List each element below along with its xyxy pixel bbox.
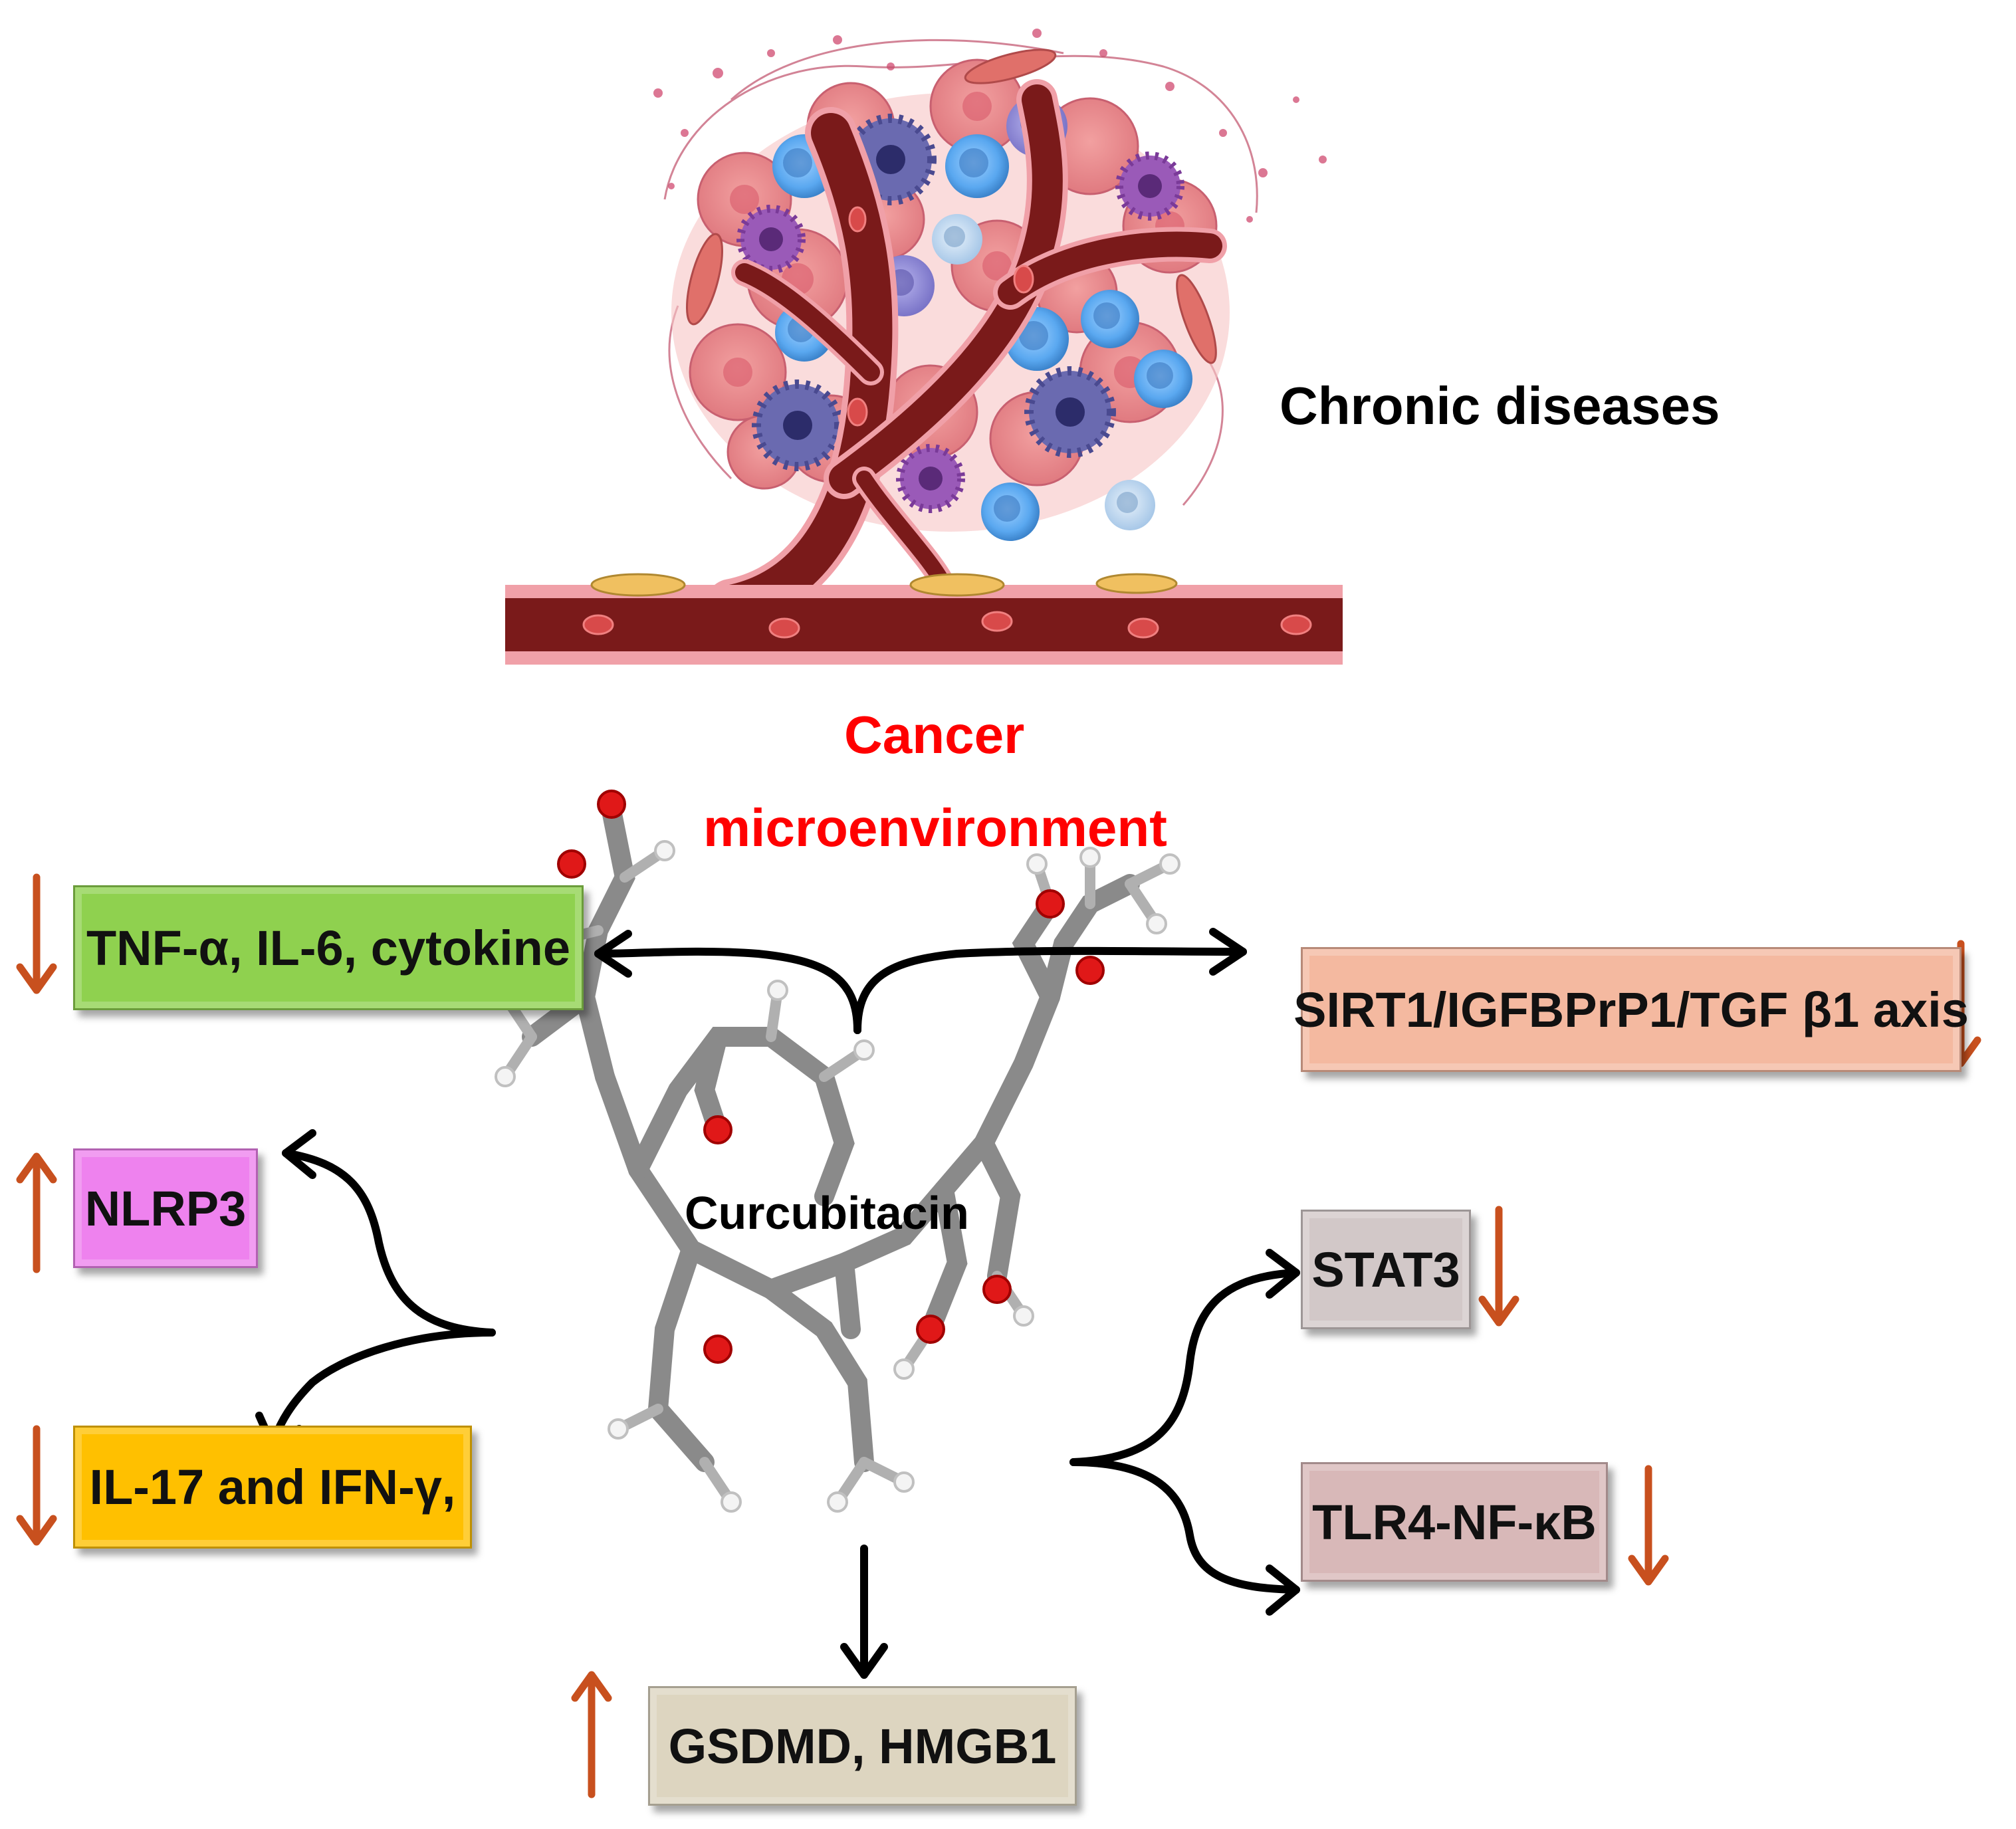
connector-gsdmd-head: [840, 1643, 888, 1679]
connector-tlr4-head: [1266, 1564, 1300, 1616]
connector-tnf-head: [594, 930, 632, 978]
box-tnf: TNF-α, IL-6, cytokine: [73, 885, 584, 1010]
connector-stat3: [1069, 1269, 1300, 1466]
chronic-diseases-label: Chronic diseases: [1280, 376, 1720, 435]
box-stat3: STAT3: [1301, 1210, 1471, 1329]
gsdmd-up-arrow: [571, 1671, 612, 1798]
box-il17: IL-17 and IFN-γ,: [73, 1426, 472, 1549]
connector-sirt1: [853, 946, 1247, 1034]
nlrp3-up-arrow: [16, 1152, 57, 1273]
connector-il17: [269, 1329, 496, 1450]
connector-nlrp3-head: [282, 1129, 316, 1179]
curcubitacin-label: Curcubitacin: [685, 1187, 969, 1239]
connector-tlr4: [1069, 1458, 1300, 1594]
stat3-down-arrow: [1478, 1206, 1519, 1327]
connector-stat3-head: [1266, 1249, 1300, 1299]
connector-nlrp3: [282, 1149, 496, 1337]
tnf-down-arrow: [16, 873, 57, 994]
box-gsdmd: GSDMD, HMGB1: [648, 1686, 1077, 1806]
connector-sirt1-head: [1209, 928, 1247, 976]
microenvironment-label: microenvironment: [703, 798, 1167, 857]
tlr4-down-arrow: [1628, 1465, 1669, 1586]
connector-tnf: [594, 947, 861, 1034]
cancer-label: Cancer: [844, 705, 1025, 764]
box-sirt1: SIRT1/IGFBPrP1/TGF β1 axis: [1293, 947, 1969, 1072]
box-tlr4: TLR4-NF-κB: [1301, 1462, 1608, 1582]
il17-down-arrow: [16, 1425, 57, 1546]
box-nlrp3: NLRP3: [73, 1148, 258, 1268]
